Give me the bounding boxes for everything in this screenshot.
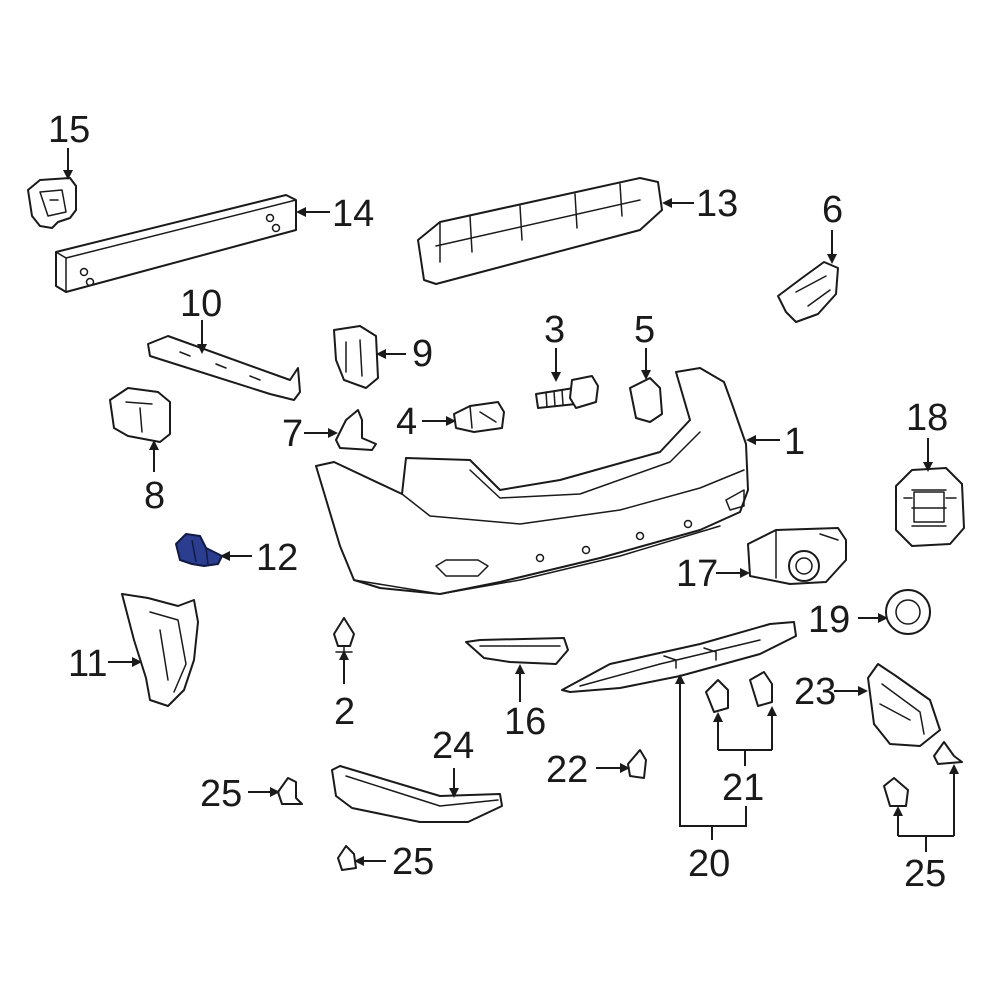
part-15-bracket[interactable] <box>27 177 77 229</box>
callout-9: 9 <box>412 333 433 375</box>
callout-1: 1 <box>784 421 805 463</box>
callout-3: 3 <box>544 309 565 351</box>
part-8-bracket[interactable] <box>109 387 171 443</box>
callout-23: 23 <box>794 671 836 713</box>
callout-19: 19 <box>808 599 850 641</box>
callout-20: 20 <box>688 843 730 885</box>
callout-10: 10 <box>180 283 222 325</box>
callout-5: 5 <box>634 309 655 351</box>
callout-4: 4 <box>396 401 417 443</box>
part-5-clip[interactable] <box>629 377 663 423</box>
part-4-connector[interactable] <box>453 401 505 433</box>
part-19-sensor-ring[interactable] <box>885 589 931 635</box>
part-1-bumper-cover[interactable] <box>315 367 749 595</box>
part-12-push-retainer[interactable] <box>175 533 223 567</box>
part-25-clip-a[interactable] <box>277 777 303 805</box>
part-21-clips[interactable] <box>705 671 773 713</box>
part-14-reinforcement[interactable] <box>55 194 297 293</box>
part-6-side-bracket[interactable] <box>777 261 839 323</box>
callout-21: 21 <box>722 767 764 809</box>
callout-14: 14 <box>332 193 374 235</box>
callout-24: 24 <box>432 725 474 767</box>
callout-15: 15 <box>48 109 90 151</box>
callout-7: 7 <box>282 413 303 455</box>
part-7-bracket[interactable] <box>335 409 377 451</box>
part-3-bolt[interactable] <box>535 375 599 409</box>
callout-8: 8 <box>144 475 165 517</box>
callout-labels: 15 14 13 6 10 9 3 5 4 7 1 18 8 12 17 19 … <box>48 109 948 895</box>
callout-22: 22 <box>546 749 588 791</box>
part-10-bracket-rail[interactable] <box>147 335 301 401</box>
callout-18: 18 <box>906 397 948 439</box>
part-16-reflector[interactable] <box>465 637 569 665</box>
callout-25-bottom: 25 <box>392 841 434 883</box>
part-22-clip[interactable] <box>627 749 647 779</box>
part-23-corner-bracket[interactable] <box>867 663 941 747</box>
callout-12: 12 <box>256 537 298 579</box>
callout-2: 2 <box>334 691 355 733</box>
part-18-sensor-holder[interactable] <box>895 467 965 547</box>
part-11-side-bracket[interactable] <box>121 593 199 707</box>
part-9-retainer[interactable] <box>333 325 379 389</box>
part-17-sensor[interactable] <box>747 527 847 585</box>
part-24-molding[interactable] <box>331 765 503 823</box>
callout-13: 13 <box>696 183 738 225</box>
part-25-clip-c[interactable] <box>883 741 963 807</box>
callout-25-left: 25 <box>200 773 242 815</box>
part-13-energy-absorber[interactable] <box>417 177 663 285</box>
part-25-clip-b[interactable] <box>337 845 357 871</box>
callout-25-right: 25 <box>904 853 946 895</box>
callout-16: 16 <box>504 701 546 743</box>
callout-17: 17 <box>676 553 718 595</box>
callout-11: 11 <box>68 643 107 685</box>
callout-6: 6 <box>822 189 843 231</box>
leader-lines <box>63 148 959 866</box>
part-20-spoiler[interactable] <box>561 621 797 693</box>
